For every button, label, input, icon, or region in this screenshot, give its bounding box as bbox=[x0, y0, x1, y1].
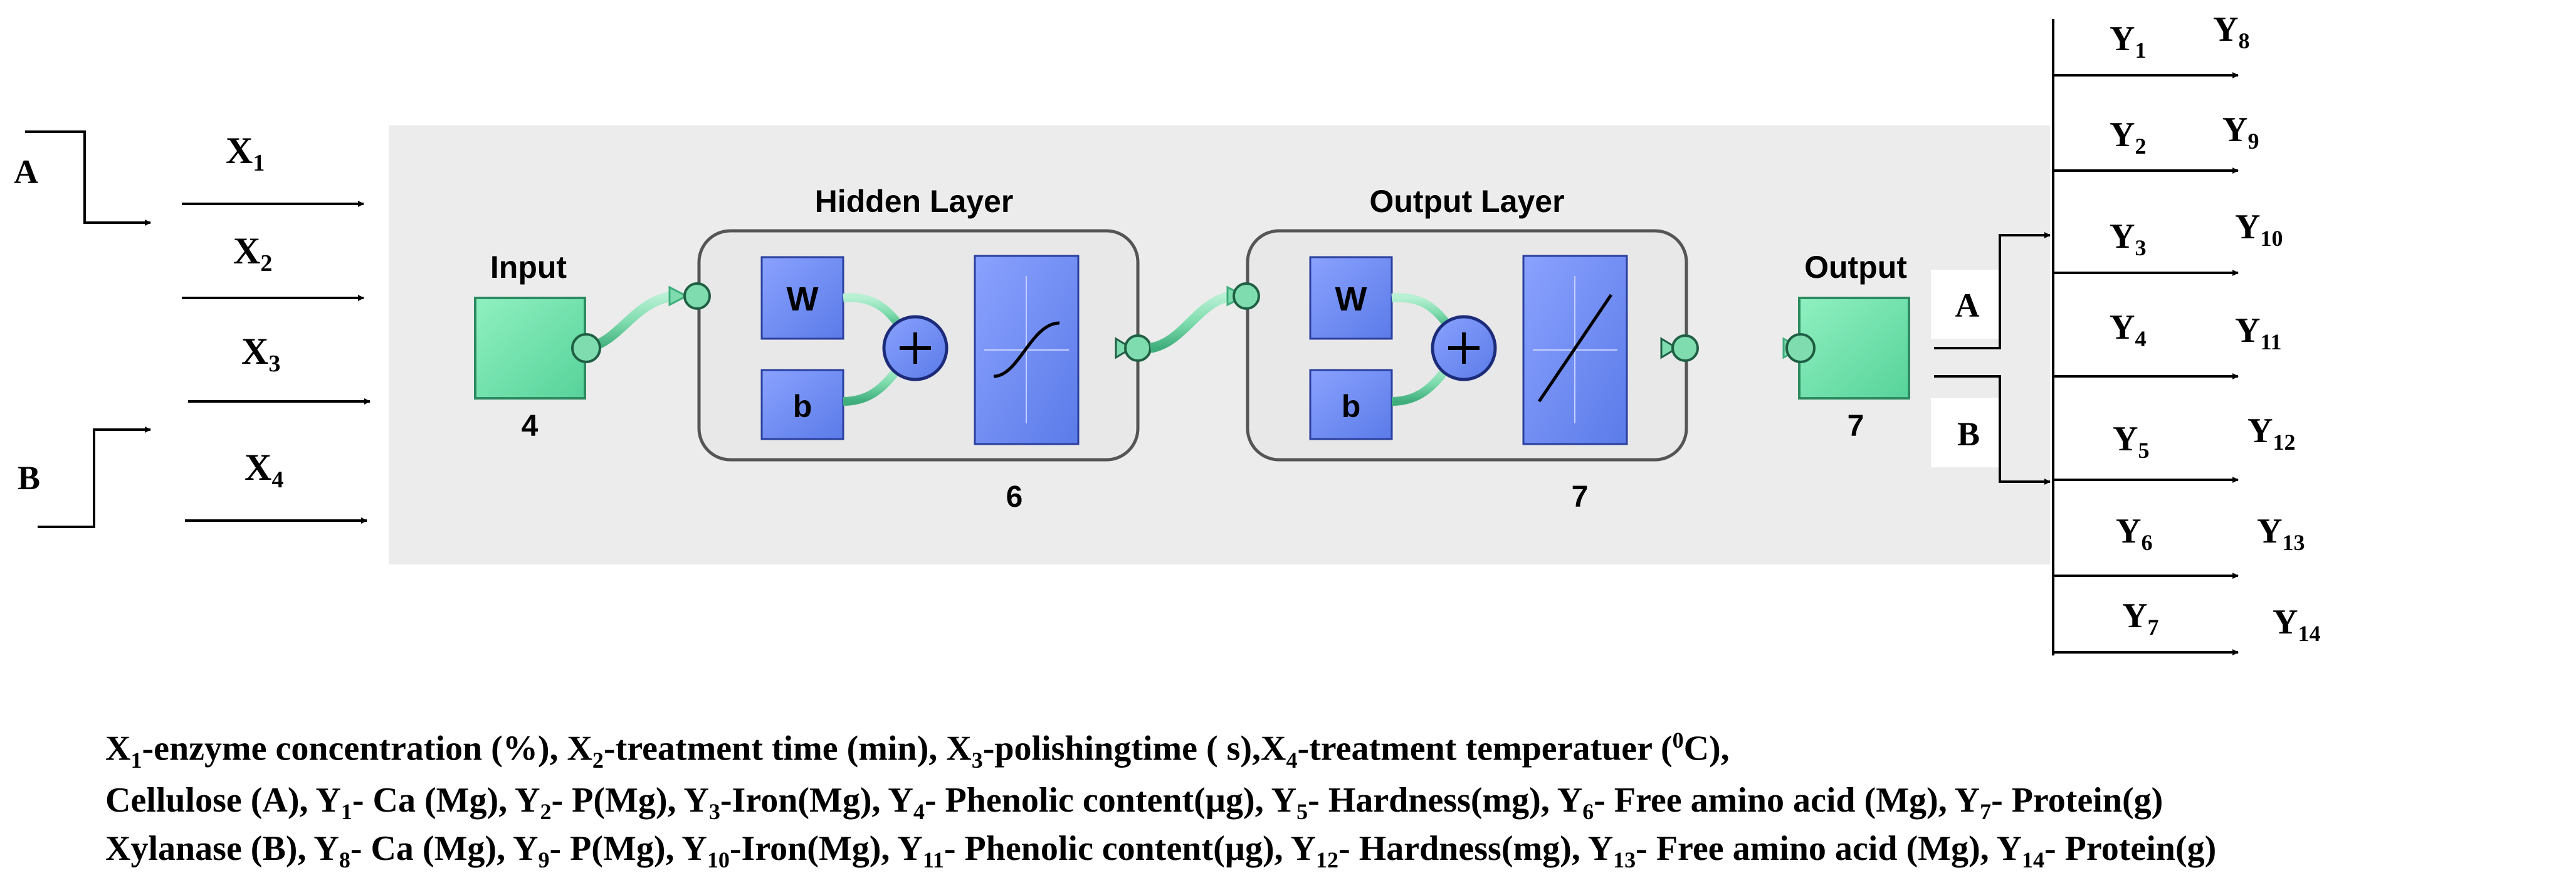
output-bias-label: b bbox=[1342, 389, 1361, 424]
output-y14: Y14 bbox=[2273, 603, 2320, 646]
legend-line-xylanase: Xylanase (B), Y8- Ca (Mg), Y9- P(Mg), Y1… bbox=[105, 829, 2217, 873]
svg-text:X2: X2 bbox=[233, 230, 272, 277]
hidden-weight-label: W bbox=[787, 280, 819, 318]
branch-b-connector bbox=[38, 427, 151, 528]
svg-text:X4: X4 bbox=[244, 447, 283, 493]
output-layer-size: 7 bbox=[1572, 480, 1589, 514]
input-x2: X2 bbox=[182, 230, 364, 301]
input-block-title: Input bbox=[490, 250, 567, 285]
hidden-bias-label: b bbox=[793, 389, 812, 424]
output-y1: Y1 bbox=[2110, 19, 2146, 63]
output-weight-label: W bbox=[1335, 280, 1367, 318]
hidden-weight-block bbox=[760, 256, 844, 340]
connector-hidden-output bbox=[1149, 291, 1233, 353]
legend-line-inputs: X1-enzyme concentration (%), X2-treatmen… bbox=[105, 728, 1730, 773]
output-block-size: 7 bbox=[1848, 410, 1864, 443]
input-x2-subscript: 2 bbox=[260, 250, 272, 277]
output-layer-title: Output Layer bbox=[1369, 184, 1564, 219]
input-x4: X4 bbox=[185, 447, 367, 524]
hidden-layer-size: 6 bbox=[1006, 480, 1023, 514]
output-y11: Y11 bbox=[2235, 311, 2281, 354]
output-y2: Y2 bbox=[2110, 115, 2146, 159]
output-block bbox=[1798, 297, 1910, 400]
input-x1: X1 bbox=[182, 130, 364, 207]
output-y3: Y3 bbox=[2110, 217, 2146, 260]
output-y13: Y13 bbox=[2257, 512, 2305, 555]
svg-text:X1: X1 bbox=[226, 130, 265, 176]
purelin-line-icon bbox=[1537, 294, 1613, 403]
hidden-layer-output-port bbox=[1124, 334, 1152, 362]
output-branch-b-plate bbox=[1931, 398, 2000, 467]
input-x3: X3 bbox=[188, 331, 371, 405]
connector-input-hidden-arrowhead bbox=[668, 285, 689, 307]
input-x3-symbol: X bbox=[241, 331, 268, 372]
output-block-title: Output bbox=[1804, 250, 1907, 285]
input-x4-symbol: X bbox=[244, 447, 271, 488]
output-out-arrowhead bbox=[1660, 337, 1679, 359]
output-branch-b-connector bbox=[1934, 375, 2051, 485]
input-x1-subscript: 1 bbox=[253, 150, 265, 176]
output-y4: Y4 bbox=[2110, 308, 2146, 351]
branch-a-connector bbox=[25, 130, 151, 226]
input-block bbox=[474, 297, 586, 400]
outputs-a-labels: Y1 Y2 Y3 Y4 Y5 Y6 Y7 bbox=[2110, 19, 2158, 640]
output-branch-a-label: A bbox=[1955, 287, 1980, 324]
branch-a-label: A bbox=[14, 153, 38, 191]
hidden-out-arrowhead bbox=[1115, 337, 1133, 359]
output-layer-input-port bbox=[1233, 282, 1260, 310]
output-y12: Y12 bbox=[2247, 411, 2295, 455]
output-y7: Y7 bbox=[2122, 596, 2158, 640]
output-bias-block bbox=[1309, 369, 1393, 440]
input-x4-subscript: 4 bbox=[271, 467, 283, 493]
output-weight-block bbox=[1309, 256, 1393, 340]
hidden-bias-block bbox=[760, 369, 844, 440]
tansig-curve-icon bbox=[993, 321, 1060, 378]
legend-line-cellulose: Cellulose (A), Y1- Ca (Mg), Y2- P(Mg), Y… bbox=[105, 781, 2163, 825]
output-block-port bbox=[1785, 333, 1816, 363]
hidden-layer-input-port bbox=[683, 282, 711, 310]
output-layer-output-port bbox=[1671, 334, 1699, 362]
output-y5: Y5 bbox=[2113, 420, 2149, 463]
output-y8: Y8 bbox=[2213, 10, 2249, 53]
input-block-port bbox=[571, 333, 601, 363]
output-y6: Y6 bbox=[2116, 512, 2152, 555]
plus-icon bbox=[900, 332, 931, 364]
output-branch-a-connector bbox=[1934, 232, 2051, 349]
input-x2-symbol: X bbox=[233, 230, 260, 272]
output-y-arrows bbox=[2053, 72, 2239, 655]
output-branch-b-label: B bbox=[1957, 415, 1980, 453]
svg-text:X3: X3 bbox=[241, 331, 280, 377]
input-block-size: 4 bbox=[522, 410, 539, 443]
output-y10: Y10 bbox=[2235, 208, 2283, 251]
plus-icon bbox=[1448, 332, 1480, 364]
output-branch-a-plate bbox=[1931, 270, 2000, 339]
hidden-layer-title: Hidden Layer bbox=[815, 184, 1014, 219]
output-y9: Y9 bbox=[2222, 110, 2259, 154]
branch-b-label: B bbox=[18, 459, 40, 497]
outputs-b-labels: Y8 Y9 Y10 Y11 Y12 Y13 Y14 bbox=[2213, 10, 2320, 646]
input-x1-symbol: X bbox=[226, 130, 253, 171]
input-x3-subscript: 3 bbox=[268, 351, 280, 377]
